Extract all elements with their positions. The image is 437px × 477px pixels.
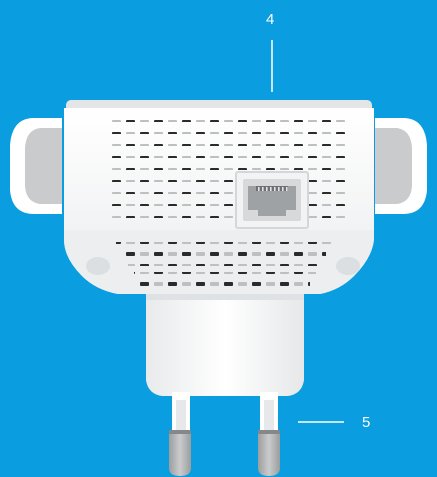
plug-housing xyxy=(146,294,304,396)
upper-vent-grill xyxy=(108,118,346,218)
left-antenna xyxy=(10,118,62,214)
plug-prongs xyxy=(169,392,280,476)
callout-number-4: 4 xyxy=(266,12,274,28)
right-antenna xyxy=(375,118,427,214)
callout-number-5: 5 xyxy=(362,415,370,431)
ethernet-port xyxy=(236,172,308,228)
